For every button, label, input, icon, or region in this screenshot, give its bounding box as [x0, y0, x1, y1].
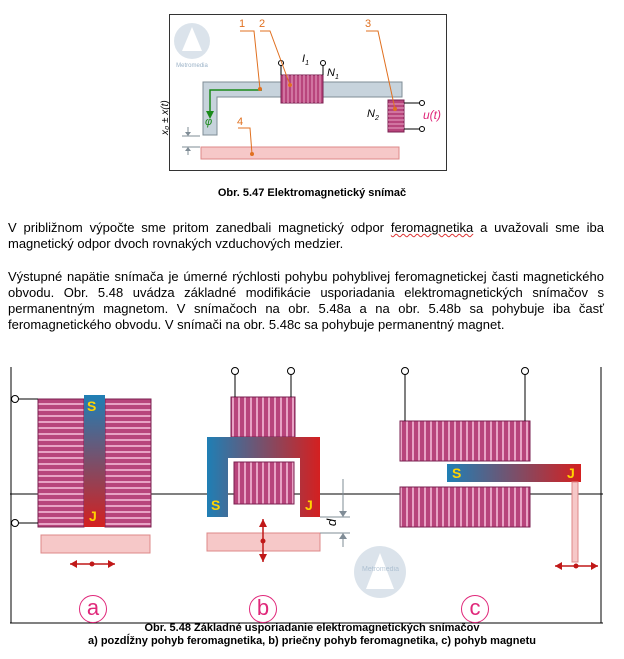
coil-n2: [387, 99, 405, 133]
variant-c: [399, 367, 598, 570]
flux-label: φ: [205, 116, 213, 128]
label-2: 2: [259, 18, 266, 30]
svg-text:Metromedia: Metromedia: [176, 63, 208, 69]
sublabel-b: b: [249, 595, 277, 623]
figure-5-47-caption: Obr. 5.47 Elektromagnetický snímač: [217, 187, 407, 199]
label-1: 1: [239, 18, 246, 30]
current-label: I1: [302, 53, 309, 68]
sublabel-a: a: [79, 595, 107, 623]
n1-label: N1: [327, 67, 339, 82]
label-4: 4: [237, 116, 244, 128]
ferromagnetic-core: [202, 81, 403, 136]
label-3: 3: [365, 18, 372, 30]
pole-j-c: J: [567, 465, 575, 481]
output-voltage-label: u(t): [423, 108, 441, 122]
flux-arrow: [209, 89, 262, 115]
figure-5-47: Metromedia: [160, 14, 447, 171]
figure-5-48: S J S J S J d Metromedia a b c: [10, 367, 603, 627]
moving-plate: [200, 146, 400, 160]
pole-s-c: S: [452, 465, 462, 481]
pole-s-b: S: [211, 497, 221, 513]
figure-5-48-subcaption: a) pozdĺžny pohyb feromagnetika, b) prie…: [88, 635, 536, 647]
watermark-text: Metromedia: [362, 566, 399, 573]
n2-label: N2: [367, 108, 379, 123]
sensor-diagram: Metromedia: [174, 23, 425, 160]
figure-5-48-caption: Obr. 5.48 Základné usporiadanie elektrom…: [144, 622, 480, 634]
pole-j-b: J: [305, 497, 313, 513]
sensor-variants-diagram: [10, 367, 603, 624]
metromedia-watermark-icon: [354, 546, 406, 598]
pole-j-a: J: [89, 508, 97, 524]
paragraph-1: V približnom výpočte sme pritom zanedbal…: [8, 220, 604, 251]
paragraph-2: Výstupné napätie snímača je úmerné rýchl…: [8, 269, 604, 332]
gap-d-label: d: [324, 518, 340, 527]
sublabel-c: c: [461, 595, 489, 623]
variant-b: [206, 367, 350, 562]
variant-a: [11, 395, 152, 568]
gap-label: x₀ ± x(t): [160, 100, 171, 135]
pole-s-a: S: [87, 398, 97, 414]
coil-n1: [280, 74, 324, 104]
metromedia-watermark-icon: [174, 23, 210, 59]
